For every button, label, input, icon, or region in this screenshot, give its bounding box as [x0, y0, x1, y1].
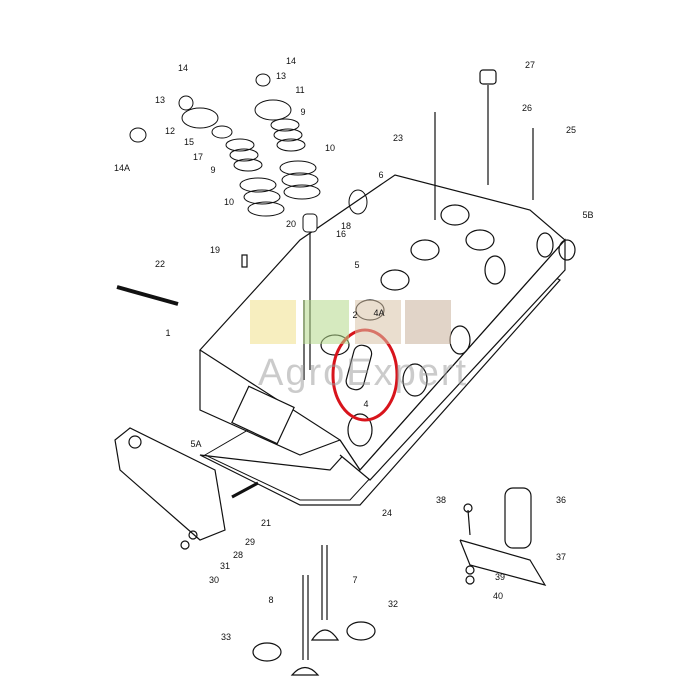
part-label-12: 12	[164, 126, 176, 136]
part-label-25: 25	[565, 125, 577, 135]
part-label-5B: 5B	[582, 210, 594, 220]
part-label-7: 7	[352, 575, 358, 585]
part-label-9b: 9	[210, 165, 216, 175]
part-label-39: 39	[494, 572, 506, 582]
part-label-26: 26	[521, 103, 533, 113]
watermark-tile-fence	[405, 300, 451, 344]
part-label-5A: 5A	[190, 439, 202, 449]
part-label-20: 20	[285, 219, 297, 229]
part-label-14a: 14	[177, 63, 189, 73]
part-label-31: 31	[219, 561, 231, 571]
part-label-14b: 14	[285, 56, 297, 66]
part-label-4A: 4A	[373, 308, 385, 318]
part-label-10b: 10	[223, 197, 235, 207]
plug-5b	[558, 239, 576, 261]
part-label-6: 6	[378, 170, 384, 180]
part-label-14A: 14A	[113, 163, 131, 173]
part-label-32: 32	[387, 599, 399, 609]
part-label-37: 37	[555, 552, 567, 562]
part-label-11: 11	[295, 85, 305, 95]
part-label-19: 19	[209, 245, 221, 255]
part-label-18: 18	[340, 221, 352, 231]
nut-27	[479, 69, 497, 85]
part-label-24: 24	[381, 508, 393, 518]
stud-22	[116, 285, 179, 306]
part-label-13b: 13	[275, 71, 287, 81]
watermark-tile-nature	[303, 300, 349, 344]
part-label-27: 27	[524, 60, 536, 70]
part-label-21: 21	[260, 518, 272, 528]
watermark-tile-tractor	[250, 300, 296, 344]
part-label-8: 8	[268, 595, 274, 605]
valves	[290, 545, 340, 676]
part-label-30: 30	[208, 575, 220, 585]
watermark-text: AgroExpert	[258, 352, 469, 394]
part-label-36: 36	[555, 495, 567, 505]
part-label-9a: 9	[300, 107, 306, 117]
pin-21	[231, 481, 259, 499]
part-label-33: 33	[220, 632, 232, 642]
part-label-17: 17	[192, 152, 204, 162]
bracket-5a	[114, 427, 226, 541]
part-label-38: 38	[435, 495, 447, 505]
valve-springs	[129, 73, 368, 233]
part-label-23: 23	[392, 133, 404, 143]
part-label-29: 29	[244, 537, 256, 547]
valve-seat-32	[346, 621, 376, 641]
part-label-22: 22	[154, 259, 166, 269]
pin-19	[241, 254, 248, 268]
part-label-10a: 10	[324, 143, 336, 153]
part-label-4: 4	[363, 399, 369, 409]
part-label-1: 1	[165, 328, 171, 338]
part-label-16: 16	[335, 229, 347, 239]
part-label-2: 2	[352, 310, 358, 320]
valve-seat-33	[252, 642, 282, 662]
part-label-28: 28	[232, 550, 244, 560]
head-gasket	[199, 259, 561, 506]
thermostat-housing	[459, 487, 547, 586]
watermark-tile-tools	[355, 300, 401, 344]
part-label-5: 5	[354, 260, 360, 270]
part-label-40: 40	[492, 591, 504, 601]
part-label-13a: 13	[154, 95, 166, 105]
part-label-15: 15	[183, 137, 195, 147]
